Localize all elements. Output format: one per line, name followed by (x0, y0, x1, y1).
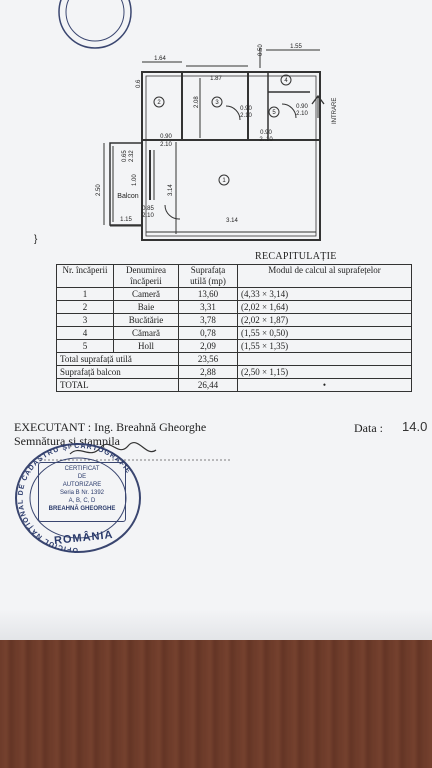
row-area: 3,78 (178, 313, 238, 327)
room-4-number: 4 (284, 78, 288, 84)
balcon-label: Balcon (117, 193, 139, 200)
document-paper: 2 3 4 5 1 1.64 1.87 1.55 1.15 3.14 Balco… (0, 0, 432, 640)
cert-line: CERTIFICAT (64, 466, 100, 472)
dim-3-14-vertical: 3.14 (168, 184, 174, 196)
dim-2-10-e: 2.10 (142, 213, 154, 219)
dim-2-32: 2.32 (129, 150, 135, 162)
header-suprafata: Suprafața utilă (mp) (178, 264, 238, 288)
official-stamp: OFICIUL NAȚIONAL DE CADASTRU ȘI CARTOGRA… (15, 443, 141, 553)
table-row: 4 Cămară 0,78 (1,55 × 0,50) (56, 326, 412, 340)
total-label: TOTAL (56, 378, 179, 392)
intrare-label: INTRARE (332, 98, 338, 124)
table-header-row: Nr. încăperii Denumirea încăperii Supraf… (56, 264, 412, 288)
recap-title: RECAPITULAȚIE (255, 251, 337, 262)
dim-2-10-c: 2.10 (296, 111, 308, 117)
cert-line: Seria B Nr. 1392 (59, 490, 105, 496)
header-denumirea: Denumirea încăperii (113, 264, 179, 288)
dim-2-10-d: 2..10 (259, 137, 273, 143)
dim-0-65: 0.65 (122, 150, 128, 162)
room-1-number: 1 (222, 178, 226, 184)
balcon-surface-value: 2,88 (178, 365, 238, 379)
dim-0-90-c: 0.90 (296, 104, 308, 110)
dim-2-10-a: 2.10 (160, 142, 172, 148)
row-name: Holl (113, 339, 179, 353)
dim-0-90-a: 0.90 (160, 134, 172, 140)
total-util-row: Total suprafață utilă 23,56 (56, 352, 412, 366)
dim-0-50: 0.50 (258, 44, 264, 56)
wooden-table-background (0, 640, 432, 768)
row-name: Cămară (113, 326, 179, 340)
recap-table: Nr. încăperii Denumirea încăperii Supraf… (56, 264, 412, 392)
balcon-surface-calc: (2,50 × 1,15) (237, 365, 412, 379)
cert-line: AUTORIZARE (62, 482, 102, 488)
table-row: 3 Bucătărie 3,78 (2,02 × 1,87) (56, 313, 412, 327)
signature-label: Semnătura și ștampila (14, 434, 120, 448)
dim-1-87: 1.87 (210, 76, 222, 82)
row-nr: 5 (56, 339, 114, 353)
total-util-value: 23,56 (178, 352, 238, 366)
balcon-row: Suprafață balcon 2,88 (2,50 × 1,15) (56, 365, 412, 379)
row-nr: 3 (56, 313, 114, 327)
room-2-number: 2 (157, 100, 161, 106)
total-util-calc (237, 352, 412, 366)
dim-2-08: 2.08 (194, 96, 200, 108)
row-name: Baie (113, 300, 179, 314)
cert-line: A, B, C, D (68, 498, 96, 504)
table-row: 1 Cameră 13,60 (4,33 × 3,14) (56, 287, 412, 301)
dim-3-14-bottom: 3.14 (226, 218, 238, 224)
header-modul: Modul de calcul al suprafețelor (237, 264, 412, 288)
dim-1-15: 1.15 (120, 217, 132, 223)
dim-2-10-b: 2.10 (240, 113, 252, 119)
row-nr: 1 (56, 287, 114, 301)
row-area: 0,78 (178, 326, 238, 340)
page-marker: } (34, 234, 38, 245)
row-area: 3,31 (178, 300, 238, 314)
row-calc: (2,02 × 1,87) (237, 313, 412, 327)
room-5-number: 5 (272, 110, 276, 116)
executant-line: EXECUTANT : Ing. Breahnă Gheorghe (14, 420, 207, 434)
cert-line: BREAHNĂ GHEORGHE (48, 506, 116, 512)
signature (40, 442, 232, 461)
row-calc: (4,33 × 3,14) (237, 287, 412, 301)
date-label: Data : (354, 421, 383, 435)
total-value: 26,44 (178, 378, 238, 392)
balcon-surface-label: Suprafață balcon (56, 365, 179, 379)
row-name: Cameră (113, 287, 179, 301)
top-stamp-seal (58, 0, 132, 49)
table-row: 5 Holl 2,09 (1,55 × 1,35) (56, 339, 412, 353)
total-util-label: Total suprafață utilă (56, 352, 179, 366)
date-value: 14.0 (402, 419, 428, 434)
dim-1-55: 1.55 (290, 44, 302, 50)
row-name: Bucătărie (113, 313, 179, 327)
dim-0-85: 0.85 (142, 206, 154, 212)
row-calc: (2,02 × 1,64) (237, 300, 412, 314)
cert-line: DE (77, 474, 87, 480)
dim-0-90-d: 0.90 (260, 130, 272, 136)
row-area: 2,09 (178, 339, 238, 353)
row-nr: 4 (56, 326, 114, 340)
row-calc: (1,55 × 0,50) (237, 326, 412, 340)
table-row: 2 Baie 3,31 (2,02 × 1,64) (56, 300, 412, 314)
dim-2-50: 2.50 (96, 184, 102, 196)
header-nr: Nr. încăperii (56, 264, 114, 288)
dim-0-6: 0.6 (136, 79, 142, 88)
total-calc: • (237, 378, 412, 392)
row-area: 13,60 (178, 287, 238, 301)
dim-1-00: 1.00 (132, 174, 138, 186)
stamp-certificate-box: CERTIFICAT DE AUTORIZARE Seria B Nr. 139… (38, 462, 126, 522)
row-nr: 2 (56, 300, 114, 314)
dim-1-64: 1.64 (154, 56, 166, 62)
row-calc: (1,55 × 1,35) (237, 339, 412, 353)
dim-0-90-b: 0.90 (240, 106, 252, 112)
floor-plan: 2 3 4 5 1 1.64 1.87 1.55 1.15 3.14 Balco… (34, 44, 338, 245)
room-3-number: 3 (215, 100, 219, 106)
total-row: TOTAL 26,44 • (56, 378, 412, 392)
